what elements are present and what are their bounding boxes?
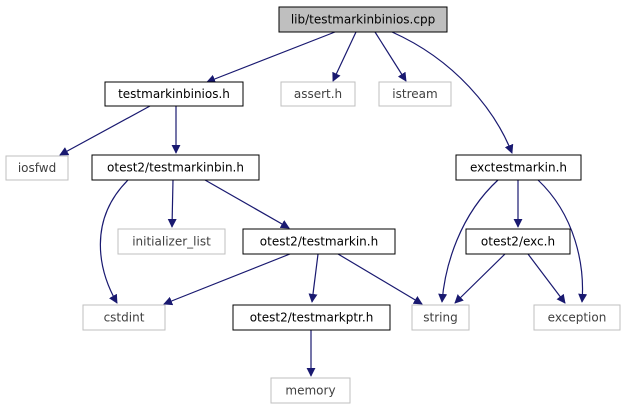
edge-root-to-assert-h <box>332 31 357 82</box>
node-exception-label: exception <box>548 311 607 325</box>
node-memory-label: memory <box>285 384 335 398</box>
edge-otest2-testmarkin-h-to-otest2-testmarkptr-h <box>308 253 319 303</box>
node-testmarkinbinios-h[interactable]: testmarkinbinios.h <box>104 81 244 107</box>
edge-otest2-exc-h-to-string <box>454 253 506 304</box>
node-otest2-testmarkptr-h-label: otest2/testmarkptr.h <box>250 311 374 325</box>
node-otest2-testmarkin-h-label: otest2/testmarkin.h <box>260 235 378 249</box>
node-initializer-list: initializer_list <box>117 228 226 255</box>
edge-exctestmarkin-h-to-exception <box>537 179 588 303</box>
node-memory: memory <box>270 377 351 404</box>
node-iosfwd-label: iosfwd <box>18 161 56 175</box>
node-otest2-exc-h[interactable]: otest2/exc.h <box>465 228 571 255</box>
node-string-label: string <box>423 311 457 325</box>
node-initializer-list-label: initializer_list <box>132 235 211 249</box>
node-cstdint-label: cstdint <box>104 311 145 325</box>
node-exception: exception <box>533 304 621 331</box>
node-iosfwd: iosfwd <box>5 155 69 181</box>
node-istream-label: istream <box>392 87 437 101</box>
edge-testmarkinbinios-h-to-iosfwd <box>59 105 151 156</box>
node-string: string <box>411 304 470 331</box>
edge-otest2-testmarkinbin-h-to-initializer-list <box>167 179 177 228</box>
node-otest2-testmarkptr-h[interactable]: otest2/testmarkptr.h <box>232 304 391 331</box>
node-otest2-exc-h-label: otest2/exc.h <box>481 235 555 249</box>
node-root[interactable]: lib/testmarkinbinios.cpp <box>278 6 448 33</box>
node-assert-h: assert.h <box>280 81 356 107</box>
edge-otest2-exc-h-to-exception <box>527 253 566 304</box>
node-otest2-testmarkin-h[interactable]: otest2/testmarkin.h <box>242 228 396 255</box>
edges <box>59 31 588 377</box>
edge-root-to-istream <box>374 31 407 82</box>
edge-exctestmarkin-h-to-string <box>438 179 499 303</box>
node-root-label: lib/testmarkinbinios.cpp <box>291 13 435 27</box>
node-exctestmarkin-h[interactable]: exctestmarkin.h <box>455 154 582 181</box>
node-cstdint: cstdint <box>82 304 166 331</box>
edge-root-to-exctestmarkin-h <box>391 31 514 154</box>
nodes: lib/testmarkinbinios.cpp testmarkinbinio… <box>5 6 621 404</box>
edge-root-to-testmarkinbinios-h <box>206 31 336 84</box>
node-assert-h-label: assert.h <box>294 87 342 101</box>
edge-otest2-testmarkinbin-h-to-otest2-testmarkin-h <box>204 179 290 229</box>
edge-otest2-testmarkinbin-h-to-cstdint <box>99 179 129 304</box>
node-istream: istream <box>378 81 452 107</box>
node-otest2-testmarkinbin-h-label: otest2/testmarkinbin.h <box>107 161 244 175</box>
node-testmarkinbinios-h-label: testmarkinbinios.h <box>118 87 230 101</box>
edge-otest2-testmarkin-h-to-cstdint <box>163 253 291 306</box>
node-exctestmarkin-h-label: exctestmarkin.h <box>470 161 567 175</box>
node-otest2-testmarkinbin-h[interactable]: otest2/testmarkinbin.h <box>91 154 260 181</box>
edge-otest2-testmarkin-h-to-string <box>337 253 423 305</box>
